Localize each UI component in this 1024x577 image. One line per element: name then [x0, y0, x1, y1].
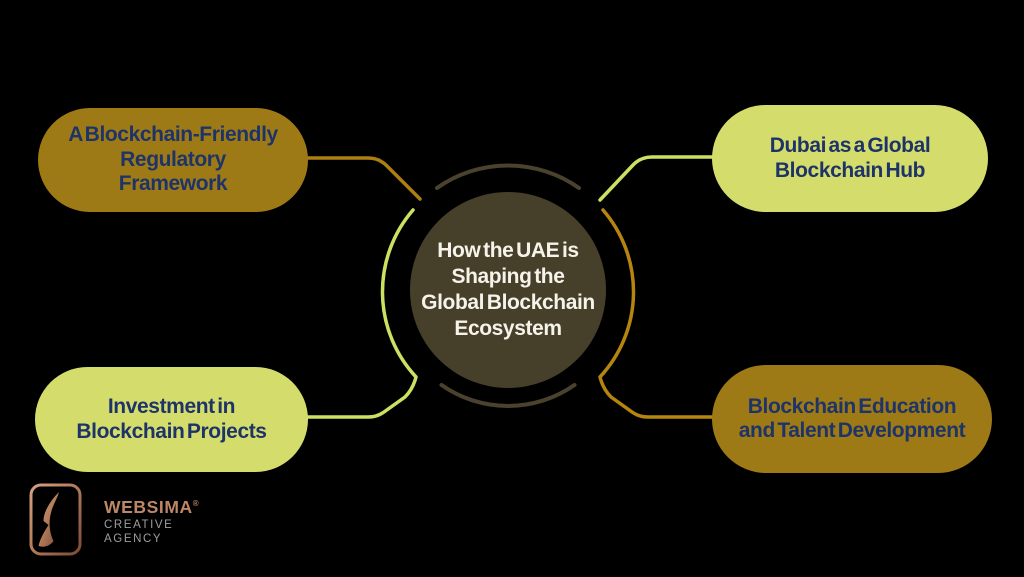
connector-bottom-left — [306, 208, 418, 419]
logo-swoosh-icon — [38, 492, 59, 547]
node-label: Investment in Blockchain Projects — [76, 395, 267, 444]
central-topic-line: Ecosystem — [454, 317, 562, 340]
connector-bottom-right — [598, 208, 714, 419]
central-topic-line: Global Blockchain — [421, 291, 595, 314]
registered-trademark-symbol: ® — [192, 499, 199, 508]
logo-brand-name: WEBSIMA® — [104, 495, 199, 516]
node-label-line: Regulatory — [120, 147, 226, 171]
logo-subtitle-creative: CREATIVE — [104, 518, 174, 531]
node-dubai-blockchain-hub: Dubai as a Global Blockchain Hub — [712, 105, 988, 212]
node-label: A Blockchain-Friendly Regulatory Framewo… — [68, 123, 278, 197]
node-label-line: A Blockchain-Friendly — [68, 123, 278, 147]
node-label-line: and Talent Development — [738, 419, 966, 442]
central-topic-text: How the UAE is Shaping the Global Blockc… — [421, 238, 595, 342]
node-investment-projects: Investment in Blockchain Projects — [35, 367, 308, 472]
central-topic-line: How the UAE is — [437, 239, 579, 262]
node-label-line: Framework — [118, 172, 228, 196]
node-education-talent: Blockchain Education and Talent Developm… — [712, 365, 992, 473]
node-label-line: Blockchain Projects — [76, 419, 267, 443]
node-label: Dubai as a Global Blockchain Hub — [770, 134, 931, 183]
ring-arc-bottom — [439, 383, 577, 408]
logo-brand-label: WEBSIMA — [104, 496, 193, 517]
node-label-line: Blockchain Hub — [774, 158, 926, 182]
node-label-line: Dubai as a Global — [769, 134, 931, 157]
logo-frame — [29, 483, 82, 556]
connector-top-left — [306, 156, 422, 201]
node-regulatory-framework: A Blockchain-Friendly Regulatory Framewo… — [38, 108, 308, 212]
node-label-line: Blockchain Education — [747, 394, 957, 418]
node-label: Blockchain Education and Talent Developm… — [738, 394, 966, 444]
central-topic-line: Shaping the — [451, 265, 565, 288]
logo-text-block: WEBSIMA® CREATIVE AGENCY — [104, 495, 199, 546]
node-label-line: Investment in — [107, 395, 236, 418]
connector-top-right — [598, 155, 714, 202]
central-topic-circle: How the UAE is Shaping the Global Blockc… — [410, 192, 606, 388]
ring-arc-top — [435, 163, 581, 190]
logo-subtitle-agency: AGENCY — [104, 532, 163, 545]
